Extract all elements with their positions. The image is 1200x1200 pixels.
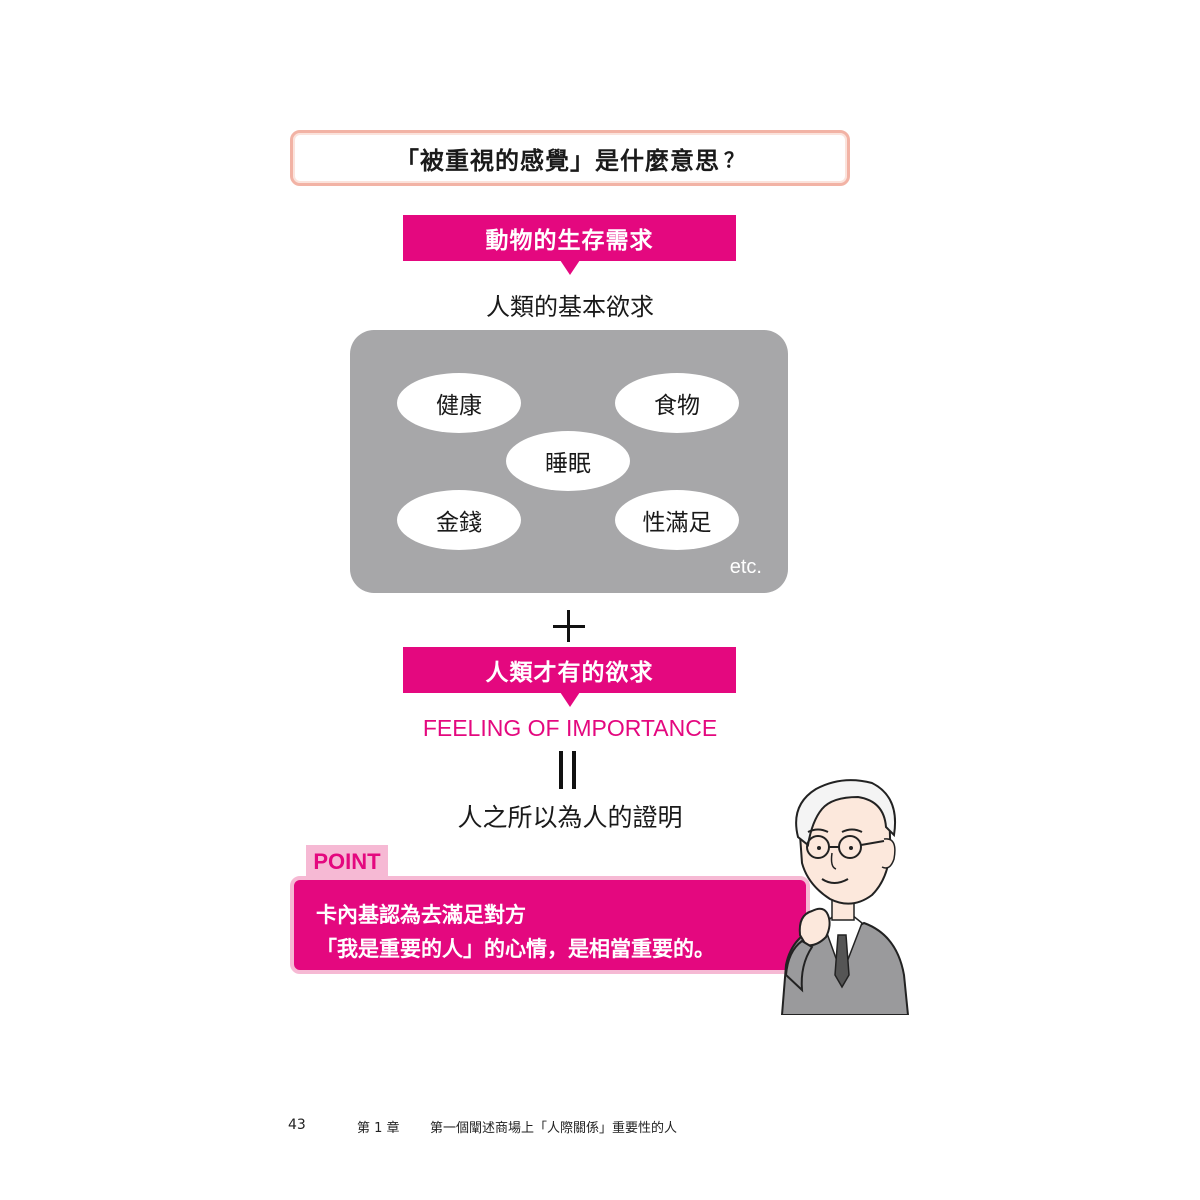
point-tab: POINT [306, 845, 388, 879]
need-oval-sleep: 睡眠 [506, 431, 630, 491]
page-title-box: 「被重視的感覺」是什麼意思 ？ [290, 130, 850, 186]
page-number: 43 [288, 1117, 306, 1133]
basic-needs-panel: 健康 食物 睡眠 金錢 性滿足 etc. [350, 330, 788, 593]
animal-needs-banner: 動物的生存需求 [403, 215, 736, 261]
plus-icon [549, 606, 589, 646]
point-line-2: 「我是重要的人」的心情，是相當重要的。 [316, 937, 715, 961]
feeling-of-importance-text: FEELING OF IMPORTANCE [422, 715, 718, 741]
chapter-label: 第 1 章 [357, 1121, 400, 1136]
need-oval-health: 健康 [397, 373, 521, 433]
need-oval-money: 金錢 [397, 490, 521, 550]
etc-label: etc. [729, 556, 762, 578]
proof-of-humanity-text: 人之所以為人的證明 [457, 803, 683, 832]
point-line-1: 卡內基認為去滿足對方 [316, 903, 526, 927]
page-title: 「被重視的感覺」是什麼意思 [395, 146, 720, 175]
equals-icon [555, 751, 581, 789]
need-oval-food: 食物 [615, 373, 739, 433]
carnegie-illustration [780, 779, 910, 1015]
question-mark: ？ [724, 147, 745, 172]
chapter-title: 第一個闡述商場上「人際關係」重要性的人 [430, 1121, 678, 1136]
point-box: 卡內基認為去滿足對方 「我是重要的人」的心情，是相當重要的。 [290, 876, 810, 974]
human-needs-banner: 人類才有的欲求 [403, 647, 736, 693]
need-oval-sex: 性滿足 [615, 490, 739, 550]
basic-needs-label: 人類的基本欲求 [486, 293, 654, 321]
